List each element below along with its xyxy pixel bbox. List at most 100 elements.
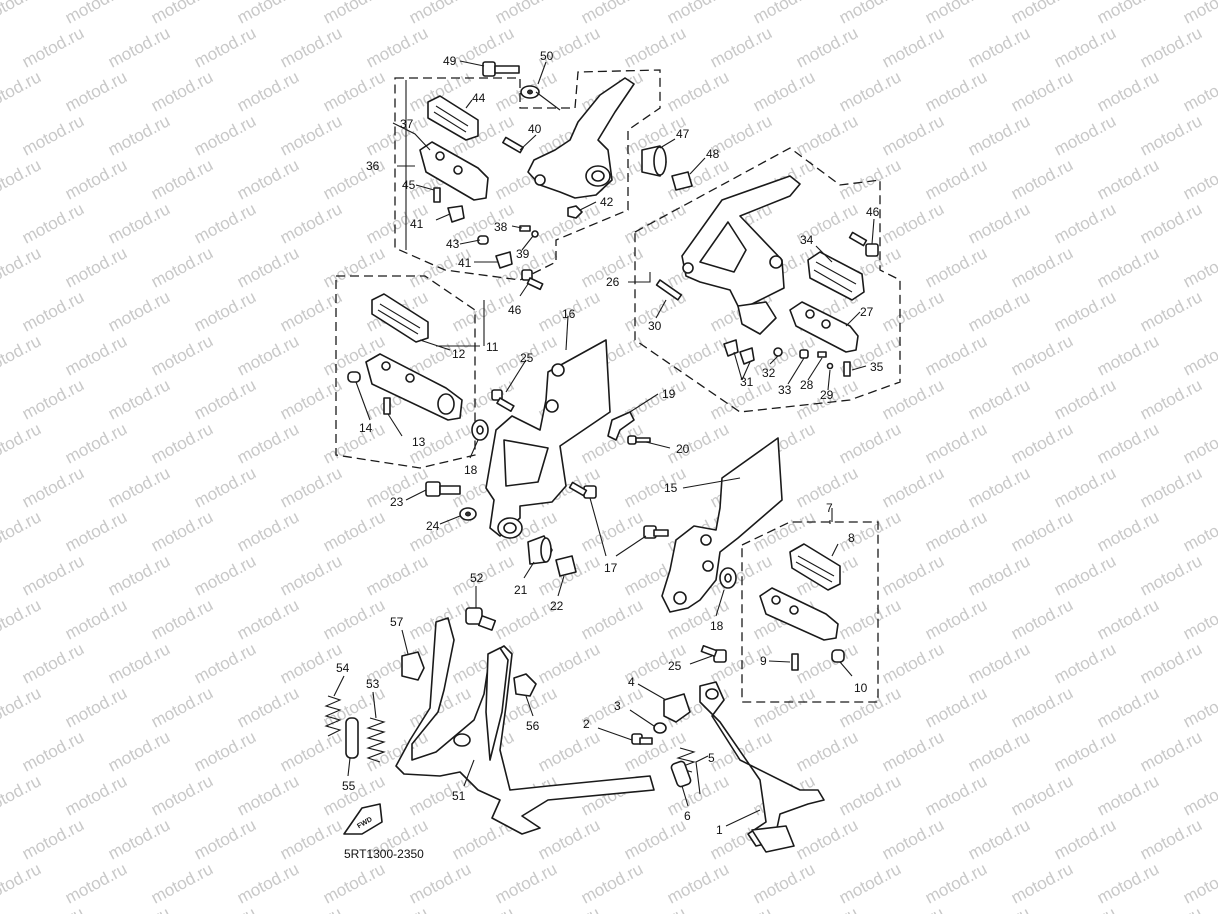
watermark-text: motod.ru xyxy=(19,551,87,599)
ball-39 xyxy=(531,230,539,238)
label-42: 42 xyxy=(600,195,614,209)
watermark-text: motod.ru xyxy=(234,331,302,379)
watermark-text: motod.ru xyxy=(535,815,603,863)
watermark-text: motod.ru xyxy=(1180,507,1218,555)
watermark-text: motod.ru xyxy=(105,463,173,511)
watermark-text: motod.ru xyxy=(191,639,259,687)
watermark-text: motod.ru xyxy=(1180,771,1218,819)
watermark-text: motod.ru xyxy=(1051,111,1119,159)
label-55: 55 xyxy=(342,779,356,793)
watermark-text: motod.ru xyxy=(19,111,87,159)
label-47: 47 xyxy=(676,127,690,141)
watermark-text: motod.ru xyxy=(922,243,990,291)
washer-3 xyxy=(653,722,667,734)
nut-42 xyxy=(567,205,583,219)
watermark-text: motod.ru xyxy=(320,859,388,907)
watermark-text: motod.ru xyxy=(492,0,560,28)
label-29: 29 xyxy=(820,388,834,402)
watermark-text: motod.ru xyxy=(105,639,173,687)
watermark-text: motod.ru xyxy=(621,199,689,247)
watermark-text: motod.ru xyxy=(965,903,1033,914)
watermark-text: motod.ru xyxy=(1137,639,1205,687)
label-9: 9 xyxy=(760,654,767,668)
label-7: 7 xyxy=(826,501,833,515)
watermark-text: motod.ru xyxy=(922,0,990,28)
watermark-text: motod.ru xyxy=(234,771,302,819)
label-14: 14 xyxy=(359,421,373,435)
watermark-text: motod.ru xyxy=(535,199,603,247)
label-24: 24 xyxy=(426,519,440,533)
watermark-text: motod.ru xyxy=(922,771,990,819)
watermark-text: motod.ru xyxy=(1180,0,1218,28)
label-2: 2 xyxy=(583,717,590,731)
watermark-text: motod.ru xyxy=(277,463,345,511)
watermark-text: motod.ru xyxy=(234,419,302,467)
label-40: 40 xyxy=(528,122,542,136)
label-34: 34 xyxy=(800,233,814,247)
bracket-15 xyxy=(661,437,783,613)
pin-10 xyxy=(831,649,845,663)
side-stand-1 xyxy=(699,681,825,847)
watermark-text: motod.ru xyxy=(148,507,216,555)
watermark-text: motod.ru xyxy=(234,243,302,291)
watermark-text: motod.ru xyxy=(1094,595,1162,643)
bolt-17b xyxy=(643,525,669,539)
watermark-text: motod.ru xyxy=(922,859,990,907)
footpeg-rubber-34 xyxy=(807,251,865,301)
watermark-text: motod.ru xyxy=(922,331,990,379)
watermark-text: motod.ru xyxy=(234,683,302,731)
watermark-text: motod.ru xyxy=(836,771,904,819)
watermark-text: motod.ru xyxy=(836,0,904,28)
watermark-text: motod.ru xyxy=(277,727,345,775)
watermark-text: motod.ru xyxy=(1051,727,1119,775)
watermark-text: motod.ru xyxy=(1180,67,1218,115)
watermark-text: motod.ru xyxy=(191,463,259,511)
watermark-text: motod.ru xyxy=(277,815,345,863)
watermark-text: motod.ru xyxy=(191,815,259,863)
watermark-text: motod.ru xyxy=(0,199,1,247)
label-46b: 46 xyxy=(866,205,880,219)
label-4: 4 xyxy=(628,675,635,689)
watermark-text: motod.ru xyxy=(105,727,173,775)
watermark-text: motod.ru xyxy=(19,199,87,247)
watermark-text: motod.ru xyxy=(1008,155,1076,203)
watermark-text: motod.ru xyxy=(277,639,345,687)
pin-33 xyxy=(799,349,809,359)
nut-56 xyxy=(513,673,537,697)
label-44: 44 xyxy=(472,91,486,105)
watermark-text: motod.ru xyxy=(836,419,904,467)
watermark-text: motod.ru xyxy=(492,859,560,907)
watermark-text: motod.ru xyxy=(0,0,44,28)
watermark-text: motod.ru xyxy=(277,111,345,159)
watermark-text: motod.ru xyxy=(1180,683,1218,731)
footpeg-rubber-12 xyxy=(371,293,429,343)
watermark-text: motod.ru xyxy=(879,287,947,335)
plate-41a xyxy=(447,205,465,223)
label-52: 52 xyxy=(470,571,484,585)
watermark-text: motod.ru xyxy=(793,111,861,159)
label-26: 26 xyxy=(606,275,620,289)
watermark-text: motod.ru xyxy=(0,815,1,863)
label-33: 33 xyxy=(778,383,792,397)
bolt-46b xyxy=(848,231,879,257)
watermark-text: motod.ru xyxy=(0,859,44,907)
bolt-9 xyxy=(791,653,799,671)
watermark-text: motod.ru xyxy=(62,595,130,643)
label-48: 48 xyxy=(706,147,720,161)
label-18a: 18 xyxy=(464,463,478,477)
main-stand-51 xyxy=(395,617,655,835)
watermark-text: motod.ru xyxy=(965,287,1033,335)
watermark-text: motod.ru xyxy=(1008,0,1076,28)
watermark-text: motod.ru xyxy=(621,903,689,914)
watermark-text: motod.ru xyxy=(1094,771,1162,819)
label-41b: 41 xyxy=(458,256,472,270)
watermark-text: motod.ru xyxy=(363,551,431,599)
watermark-text: motod.ru xyxy=(621,815,689,863)
watermark-text: motod.ru xyxy=(0,595,44,643)
watermark-text: motod.ru xyxy=(148,0,216,28)
watermark-text: motod.ru xyxy=(922,419,990,467)
watermark-text: motod.ru xyxy=(1008,331,1076,379)
watermark-text: motod.ru xyxy=(1008,859,1076,907)
label-56: 56 xyxy=(526,719,540,733)
watermark-text: motod.ru xyxy=(277,23,345,71)
